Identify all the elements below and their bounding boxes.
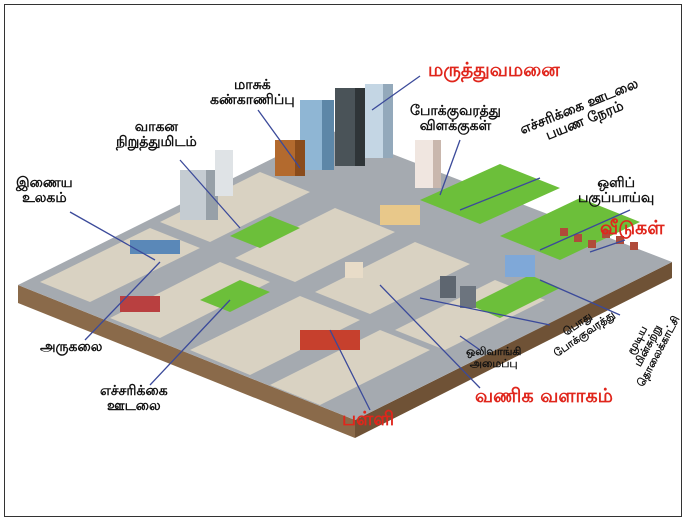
leader-lines — [69, 75, 631, 411]
parks — [200, 164, 640, 318]
label-line: மாசுக் — [234, 77, 271, 93]
label-line: ஊடலை — [107, 398, 161, 415]
label-line: ஒளிப் — [597, 175, 635, 191]
label-pollution-monitoring: மாசுக் கண்காணிப்பு — [210, 77, 295, 109]
label-traffic-lights: போக்குவரத்து விளக்குகள் — [410, 103, 501, 135]
image-frame — [4, 4, 682, 517]
buildings — [120, 84, 535, 350]
label-iot: இணைய உலகம் — [16, 175, 73, 207]
label-hospital: மருத்துவமனை — [428, 59, 560, 81]
label-line: வாகன — [134, 119, 178, 135]
label-line: இணைய — [16, 175, 73, 191]
label-parking: வாகன நிறுத்துமிடம் — [116, 119, 197, 151]
label-alert-signage: எச்சரிக்கை ஊடலை — [100, 383, 168, 415]
label-line: அமைப்பு — [469, 357, 518, 371]
label-line: விளக்குகள் — [419, 118, 492, 135]
label-line: போக்குவரத்து — [410, 103, 501, 119]
city-blocks — [40, 172, 545, 405]
label-wifi: அருகலை — [40, 339, 103, 355]
platform-side-right — [355, 262, 672, 438]
label-line: உலகம் — [22, 190, 67, 207]
label-line: ஒலிவாங்கி — [466, 345, 522, 358]
label-line: எச்சரிக்கை — [100, 383, 168, 399]
label-public-address: ஒலிவாங்கி அமைப்பு — [466, 345, 522, 371]
label-video-analytics: ஒளிப் பகுப்பாய்வு — [578, 175, 655, 207]
label-school: பள்ளி — [342, 408, 395, 430]
label-line: பகுப்பாய்வு — [578, 190, 655, 207]
label-mall: வணிக வளாகம் — [475, 385, 613, 407]
label-line: கண்காணிப்பு — [210, 92, 295, 109]
label-line: நிறுத்துமிடம் — [116, 134, 197, 151]
label-homes: வீடுகள் — [600, 217, 665, 239]
platform-side-left — [18, 285, 355, 438]
houses — [560, 228, 638, 250]
